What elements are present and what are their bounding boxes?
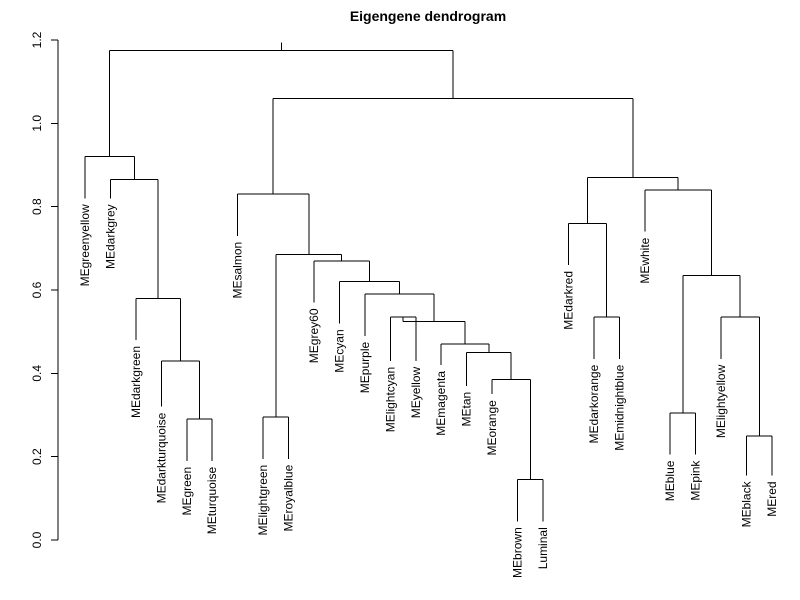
- leaf-label: MEdarkred: [561, 271, 575, 330]
- leaf-label: MEdarkturquoise: [154, 412, 168, 503]
- leaf-label: MEbrown: [511, 527, 525, 578]
- leaf-label: MEdarkorange: [587, 364, 601, 443]
- leaf-label: MEblack: [740, 480, 754, 527]
- leaf-label: MElightcyan: [383, 367, 397, 432]
- leaf-label: MEmidnightblue: [612, 364, 626, 450]
- leaf-label: MEpink: [689, 460, 703, 501]
- leaf-label: MEtan: [460, 392, 474, 427]
- y-tick-label: 1.2: [30, 31, 44, 48]
- leaf-label: MEroyalblue: [282, 464, 296, 531]
- leaf-label: MEsalmon: [231, 242, 245, 299]
- leaf-label: Luminal: [536, 527, 550, 569]
- y-tick-label: 0.8: [30, 198, 44, 215]
- leaf-label: MEwhite: [638, 237, 652, 283]
- y-tick-label: 0.4: [30, 365, 44, 382]
- dendrogram-branches: [84, 42, 773, 522]
- leaf-label: MElightyellow: [714, 364, 728, 438]
- leaf-label: MEgreenyellow: [78, 204, 92, 286]
- chart-title: Eigengene dendrogram: [350, 8, 506, 24]
- leaf-label: MEyellow: [409, 367, 423, 419]
- leaf-label: MEdarkgreen: [129, 346, 143, 418]
- leaf-label: MEorange: [485, 400, 499, 456]
- leaf-label: MEpurple: [358, 342, 372, 394]
- leaf-label: MEblue: [663, 460, 677, 501]
- leaf-label: MEmagenta: [434, 371, 448, 436]
- y-axis: 0.0 0.2 0.4 0.6 0.8 1.0 1.2: [30, 31, 59, 548]
- y-tick-label: 0.0: [30, 531, 44, 548]
- leaf-label: MEdarkgrey: [103, 204, 117, 269]
- y-tick-label: 0.6: [30, 281, 44, 298]
- leaf-label: MEred: [765, 481, 779, 516]
- y-tick-label: 1.0: [30, 115, 44, 132]
- leaf-label: MEgreen: [180, 467, 194, 516]
- y-tick-label: 0.2: [30, 448, 44, 465]
- leaf-label: MElightgreen: [256, 465, 270, 536]
- leaf-label: MEcyan: [332, 329, 346, 372]
- leaf-label: MEgrey60: [307, 308, 321, 363]
- leaf-label: MEturquoise: [205, 467, 219, 535]
